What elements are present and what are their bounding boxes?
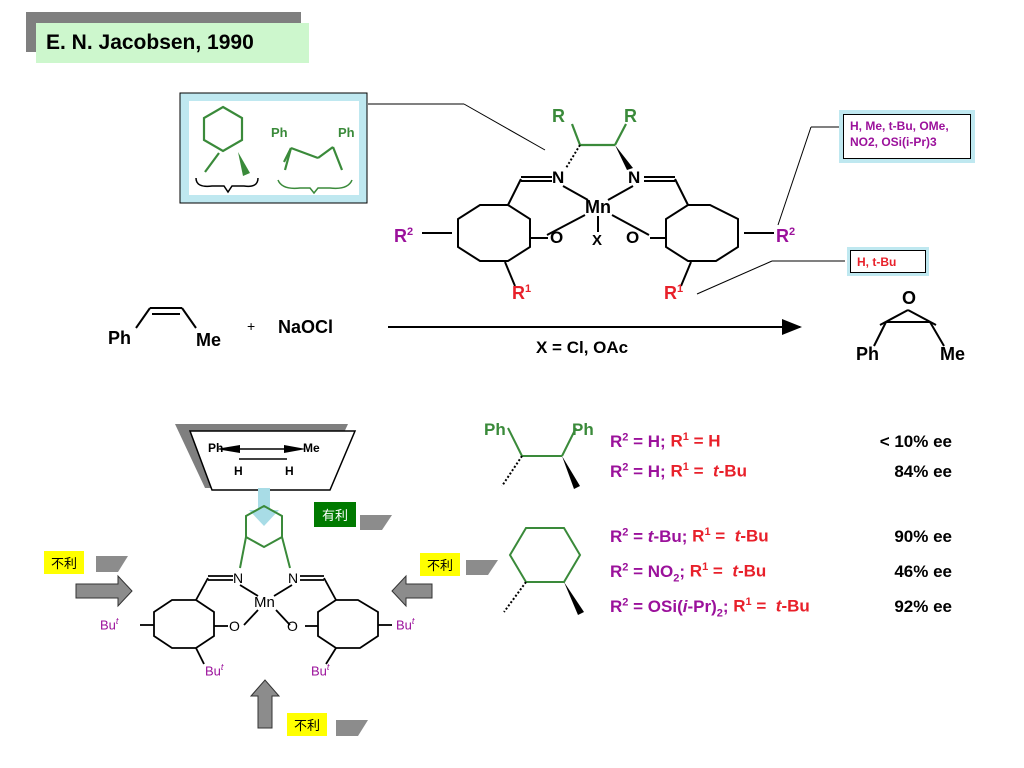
unfavorable-tag-right: 不利 — [420, 553, 461, 576]
tbu-right-label: But — [396, 616, 415, 633]
plus-sign: + — [247, 318, 256, 334]
result-ee-5: 92% ee — [894, 597, 952, 616]
result-row-1: R2 = H; R1 = H — [610, 431, 721, 451]
model-h1-label: H — [234, 464, 243, 478]
r-left-label: R — [552, 106, 565, 126]
epoxide-o-label: O — [902, 288, 917, 308]
o-left-label: O — [550, 228, 564, 247]
result-ee-2: 84% ee — [894, 462, 952, 481]
model-n-right: N — [288, 570, 299, 586]
model-mn-label: Mn — [254, 594, 275, 611]
n-left-label: N — [552, 168, 565, 187]
salen-complex — [422, 123, 774, 287]
result-ee-4: 46% ee — [894, 562, 952, 581]
unfavorable-tag-bottom: 不利 — [287, 713, 328, 736]
r2-left-label: R2 — [394, 226, 414, 246]
model-o-left: O — [229, 618, 240, 634]
product-me-label: Me — [940, 344, 966, 364]
result-row-2: R2 = H; R1 = t-Bu — [610, 461, 747, 481]
product-ph-label: Ph — [856, 344, 880, 364]
tbu-bottom-right-label: But — [311, 662, 330, 679]
r2-options-line2: NO2, OSi(i-Pr)3 — [850, 135, 937, 149]
substrate-me-label: Me — [196, 330, 222, 350]
result-structures — [501, 427, 584, 615]
result-row-4: R2 = NO2; R1 = t-Bu — [610, 561, 767, 585]
o-right-label: O — [626, 228, 640, 247]
r2-right-label: R2 — [776, 226, 796, 246]
reagent-label: NaOCl — [278, 317, 334, 337]
mn-label: Mn — [585, 197, 611, 217]
ph-left-label: Ph — [271, 125, 288, 140]
model-me-label: Me — [303, 441, 320, 455]
result-row-3: R2 = t-Bu; R1 = t-Bu — [610, 526, 769, 546]
r1-left-label: R1 — [512, 283, 532, 303]
model-o-right: O — [287, 618, 298, 634]
n-right-label: N — [628, 168, 641, 187]
backbone-box — [179, 92, 368, 204]
ph-right-label: Ph — [338, 125, 355, 140]
model-n-left: N — [233, 570, 244, 586]
r1-options-box: H, t-Bu — [850, 250, 926, 273]
favorable-tag: 有利 — [314, 502, 357, 527]
wedge-bond — [238, 152, 250, 176]
result-ph-right: Ph — [572, 420, 594, 439]
slide-title: E. N. Jacobsen, 1990 — [36, 23, 309, 63]
result-ee-3: 90% ee — [894, 527, 952, 546]
r2-options-line1: H, Me, t-Bu, OMe, — [850, 119, 949, 133]
condition-label: X = Cl, OAc — [536, 338, 629, 357]
result-row-5: R2 = OSi(i-Pr)2; R1 = t-Bu — [610, 596, 810, 620]
x-label: X — [592, 232, 603, 249]
r2-options-box: H, Me, t-Bu, OMe, NO2, OSi(i-Pr)3 — [843, 114, 971, 159]
r-right-label: R — [624, 106, 637, 126]
r1-right-label: R1 — [664, 283, 684, 303]
model-ph-label: Ph — [208, 441, 224, 455]
approach-model — [75, 424, 498, 736]
model-h2-label: H — [285, 464, 294, 478]
tbu-left-label: But — [100, 616, 119, 633]
substrate-ph-label: Ph — [108, 328, 132, 348]
result-ee-1: < 10% ee — [879, 432, 952, 451]
tbu-bottom-left-label: But — [205, 662, 224, 679]
unfavorable-tag-left: 不利 — [44, 551, 85, 574]
result-ph-left: Ph — [484, 420, 506, 439]
